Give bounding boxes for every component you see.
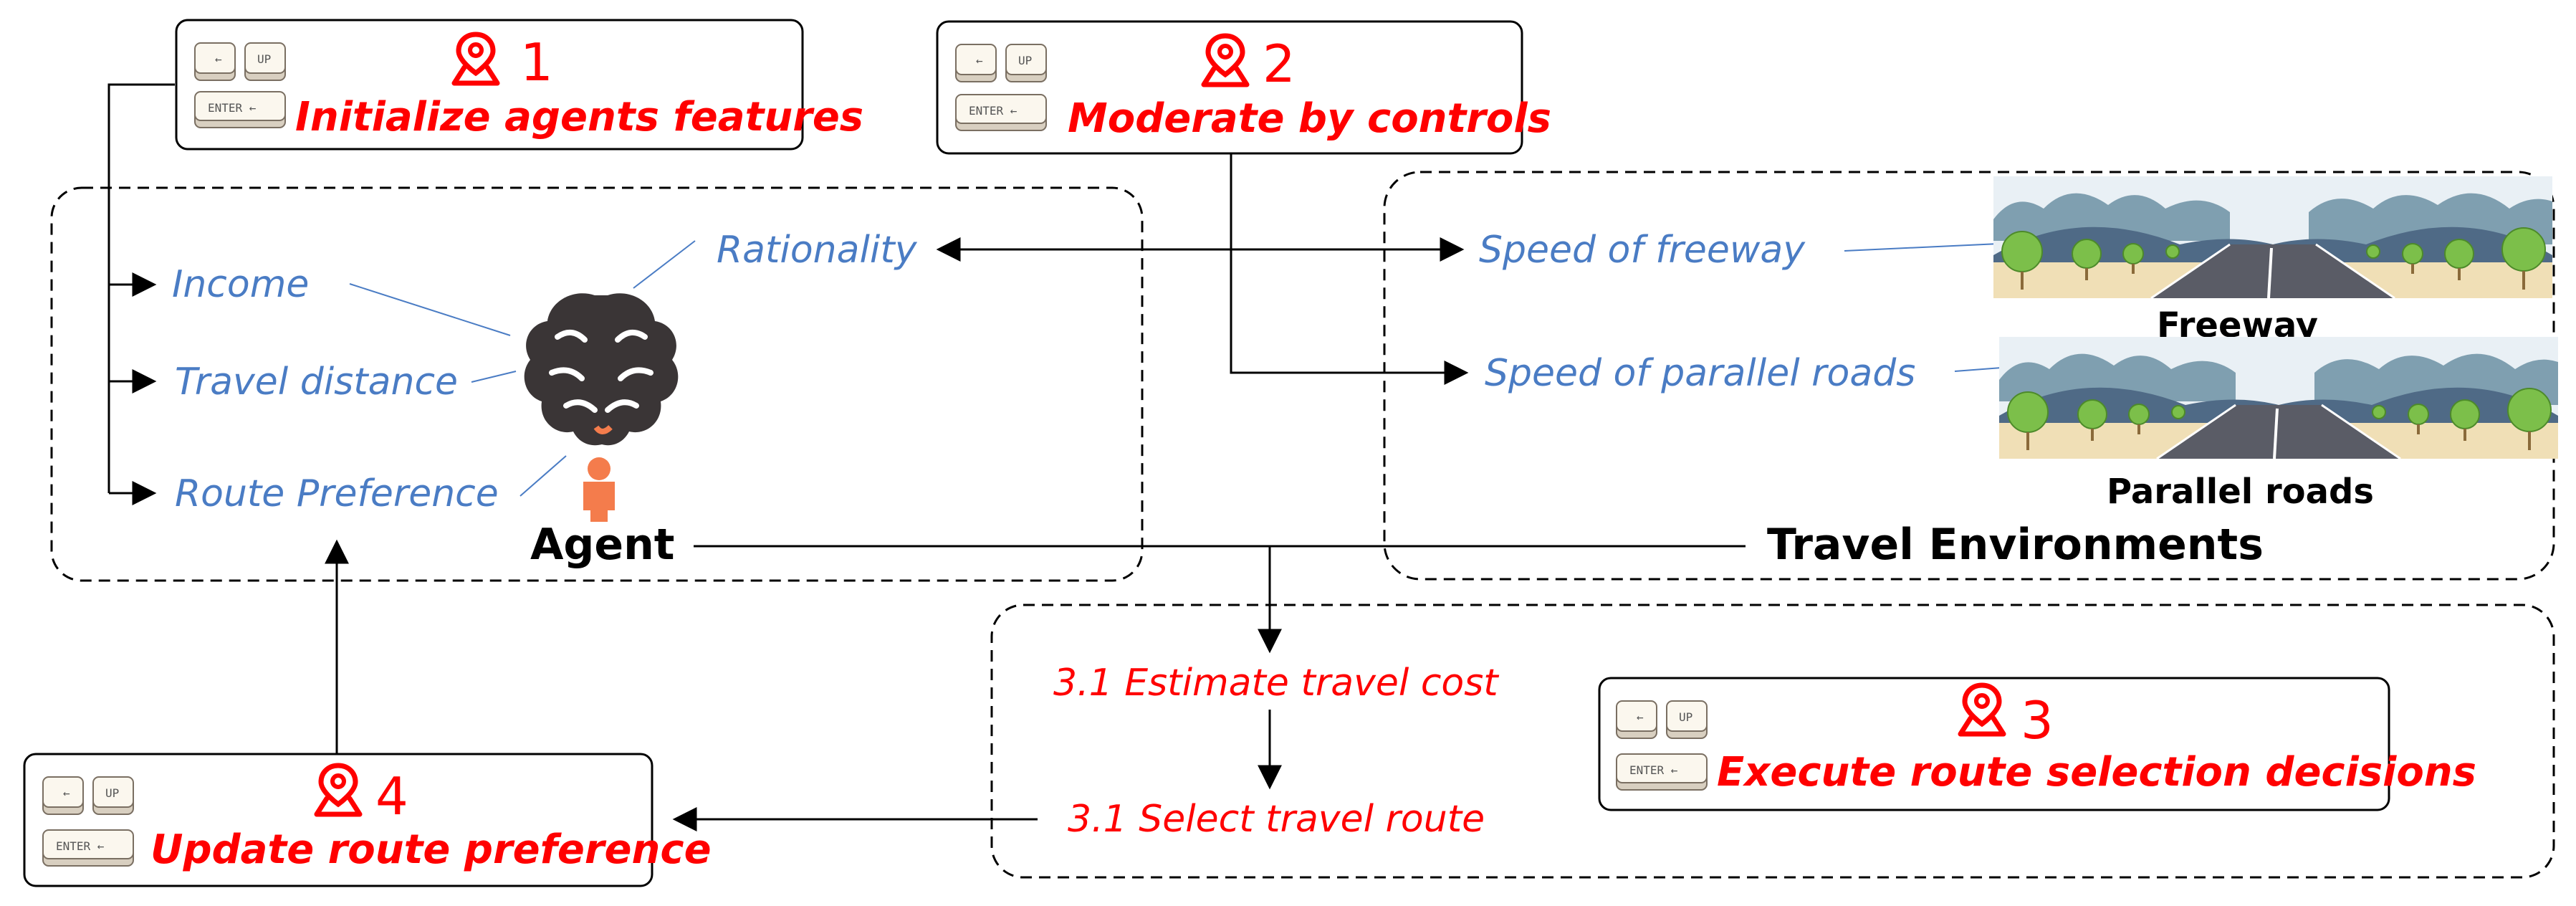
step-3-number: 3 <box>2021 690 2054 750</box>
parallel-roads-landscape-image <box>1998 335 2560 460</box>
pointer-route-preference <box>519 455 567 497</box>
decision-group-box <box>990 604 2555 879</box>
brain-icon <box>524 293 679 446</box>
svg-text:UP: UP <box>257 52 271 66</box>
pointer-freeway <box>1844 243 2000 252</box>
step-1-box: ← UP ENTER ← 1 Initialize agents feature… <box>175 19 863 151</box>
step-3-label: Execute route selection decisions <box>1717 749 2476 796</box>
feature-travel-distance: Travel distance <box>175 361 458 404</box>
svg-text:ENTER ←: ENTER ← <box>969 104 1018 118</box>
step-4-number: 4 <box>375 766 408 826</box>
environment-title: Travel Environments <box>1767 520 2264 570</box>
step-2-label: Moderate by controls <box>1068 95 1551 142</box>
connector-init-bracket <box>107 83 175 493</box>
step-4-label: Update route preference <box>150 826 712 873</box>
feature-income: Income <box>172 263 309 306</box>
svg-text:UP: UP <box>105 786 119 800</box>
feature-route-preference: Route Preference <box>175 472 499 515</box>
person-icon <box>583 457 615 522</box>
pointer-income <box>349 283 511 336</box>
svg-text:←: ← <box>1637 710 1644 724</box>
freeway-landscape-image <box>1992 175 2554 300</box>
svg-text:←: ← <box>63 786 70 800</box>
parallel-roads-label: Parallel roads <box>2107 472 2374 512</box>
step-2-box: ← UP ENTER ← 2 Moderate by controls <box>936 20 1551 155</box>
step-4-box: ← UP ENTER ← 4 Update route preference <box>23 753 712 887</box>
svg-text:←: ← <box>976 54 983 67</box>
environment-group-box <box>1383 171 2555 581</box>
svg-text:ENTER ←: ENTER ← <box>56 839 105 853</box>
svg-text:UP: UP <box>1018 54 1032 67</box>
speed-freeway-label: Speed of freeway <box>1479 229 1806 272</box>
feature-rationality: Rationality <box>717 229 918 272</box>
pointer-travel-distance <box>471 371 517 383</box>
svg-text:ENTER ←: ENTER ← <box>1629 763 1678 777</box>
estimate-travel-cost: 3.1 Estimate travel cost <box>1053 662 1499 705</box>
step-2-number: 2 <box>1263 34 1296 94</box>
speed-parallel-label: Speed of parallel roads <box>1485 352 1915 395</box>
connector-moderate-controls <box>1230 153 1469 385</box>
svg-text:←: ← <box>215 52 222 66</box>
svg-text:UP: UP <box>1679 710 1692 724</box>
step-1-label: Initialize agents features <box>295 94 863 140</box>
select-travel-route: 3.1 Select travel route <box>1068 798 1485 841</box>
svg-text:ENTER ←: ENTER ← <box>208 101 257 115</box>
step-1-number: 1 <box>520 32 553 92</box>
pointer-rationality <box>633 240 696 289</box>
step-3-box: ← UP ENTER ← 3 Execute route selection d… <box>1598 677 2476 811</box>
agent-title: Agent <box>530 520 674 570</box>
